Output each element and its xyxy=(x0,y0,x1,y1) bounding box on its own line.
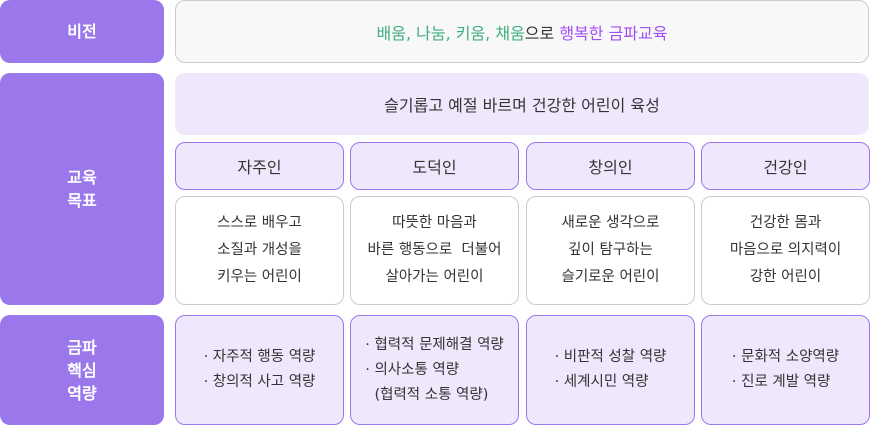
competency-item: · 문화적 소양역량 xyxy=(731,349,840,365)
competency-item: · 협력적 문제해결 역량 xyxy=(365,336,504,353)
goal-description-line: 깊이 탐구하는 xyxy=(568,242,653,258)
goal-header-healthy: 건강인 xyxy=(701,142,870,190)
goal-title: 도덕인 xyxy=(412,158,457,177)
competency-card-healthy: · 문화적 소양역량 · 진로 계발 역량 xyxy=(701,315,870,425)
competency-card-moral: · 협력적 문제해결 역량 · 의사소통 역량 (협력적 소통 역량) xyxy=(350,315,519,425)
goal-title: 창의인 xyxy=(588,158,633,177)
competency-item: · 의사소통 역량 xyxy=(365,361,460,378)
goal-description-line: 스스로 배우고 xyxy=(217,215,302,231)
goal-description-line: 슬기로운 어린이 xyxy=(561,269,660,285)
goal-header-moral: 도덕인 xyxy=(350,142,519,190)
goal-description-line: 새로운 생각으로 xyxy=(561,215,660,231)
goal-description-line: 소질과 개성을 xyxy=(217,242,302,258)
competency-card-creative: · 비판적 성찰 역량 · 세계시민 역량 xyxy=(526,315,695,425)
competency-item: · 세계시민 역량 xyxy=(554,374,649,390)
goal-description-creative: 새로운 생각으로 깊이 탐구하는 슬기로운 어린이 xyxy=(526,196,695,305)
competency-item: · 진로 계발 역량 xyxy=(731,374,831,390)
goal-title: 건강인 xyxy=(763,158,808,177)
vision-keywords: 배움, 나눔, 키움, 채움 xyxy=(376,23,525,43)
goal-description-line: 키우는 어린이 xyxy=(217,269,302,285)
competency-item: · 창의적 사고 역량 xyxy=(203,374,316,390)
goal-description-moral: 따뜻한 마음과 바른 행동으로 더불어 살아가는 어린이 xyxy=(350,196,519,305)
vision-label: 비전 xyxy=(0,0,164,63)
goal-header-autonomous: 자주인 xyxy=(175,142,344,190)
goal-title: 자주인 xyxy=(237,158,282,177)
goal-description-autonomous: 스스로 배우고 소질과 개성을 키우는 어린이 xyxy=(175,196,344,305)
vision-goal: 행복한 금파교육 xyxy=(559,23,668,43)
goal-description-healthy: 건강한 몸과 마음으로 의지력이 강한 어린이 xyxy=(701,196,870,305)
goal-description-line: 바른 행동으로 더불어 xyxy=(367,242,502,258)
competency-item: · 자주적 행동 역량 xyxy=(203,349,316,365)
competencies-label-line3: 역량 xyxy=(67,383,97,403)
goals-label-line1: 교육 xyxy=(67,168,97,187)
goal-description-line: 따뜻한 마음과 xyxy=(392,215,477,231)
goal-description-line: 강한 어린이 xyxy=(749,269,822,285)
competency-item: (협력적 소통 역량) xyxy=(365,386,489,403)
goal-header-creative: 창의인 xyxy=(526,142,695,190)
goal-description-line: 살아가는 어린이 xyxy=(385,269,484,285)
competencies-label: 금파 핵심 역량 xyxy=(0,315,164,425)
competency-item: · 비판적 성찰 역량 xyxy=(554,349,667,365)
competencies-label-line2: 핵심 xyxy=(67,360,97,380)
goals-label-line2: 목표 xyxy=(67,191,97,210)
goal-description-line: 건강한 몸과 xyxy=(749,215,822,231)
competencies-label-line1: 금파 xyxy=(67,337,97,357)
goals-banner: 슬기롭고 예절 바르며 건강한 어린이 육성 xyxy=(175,73,869,135)
competency-card-autonomous: · 자주적 행동 역량 · 창의적 사고 역량 xyxy=(175,315,344,425)
vision-label-text: 비전 xyxy=(67,22,97,41)
goals-banner-text: 슬기롭고 예절 바르며 건강한 어린이 육성 xyxy=(384,96,660,115)
vision-connector: 으로 xyxy=(524,23,560,43)
goals-label: 교육 목표 xyxy=(0,73,164,305)
goal-description-line: 마음으로 의지력이 xyxy=(729,242,842,258)
